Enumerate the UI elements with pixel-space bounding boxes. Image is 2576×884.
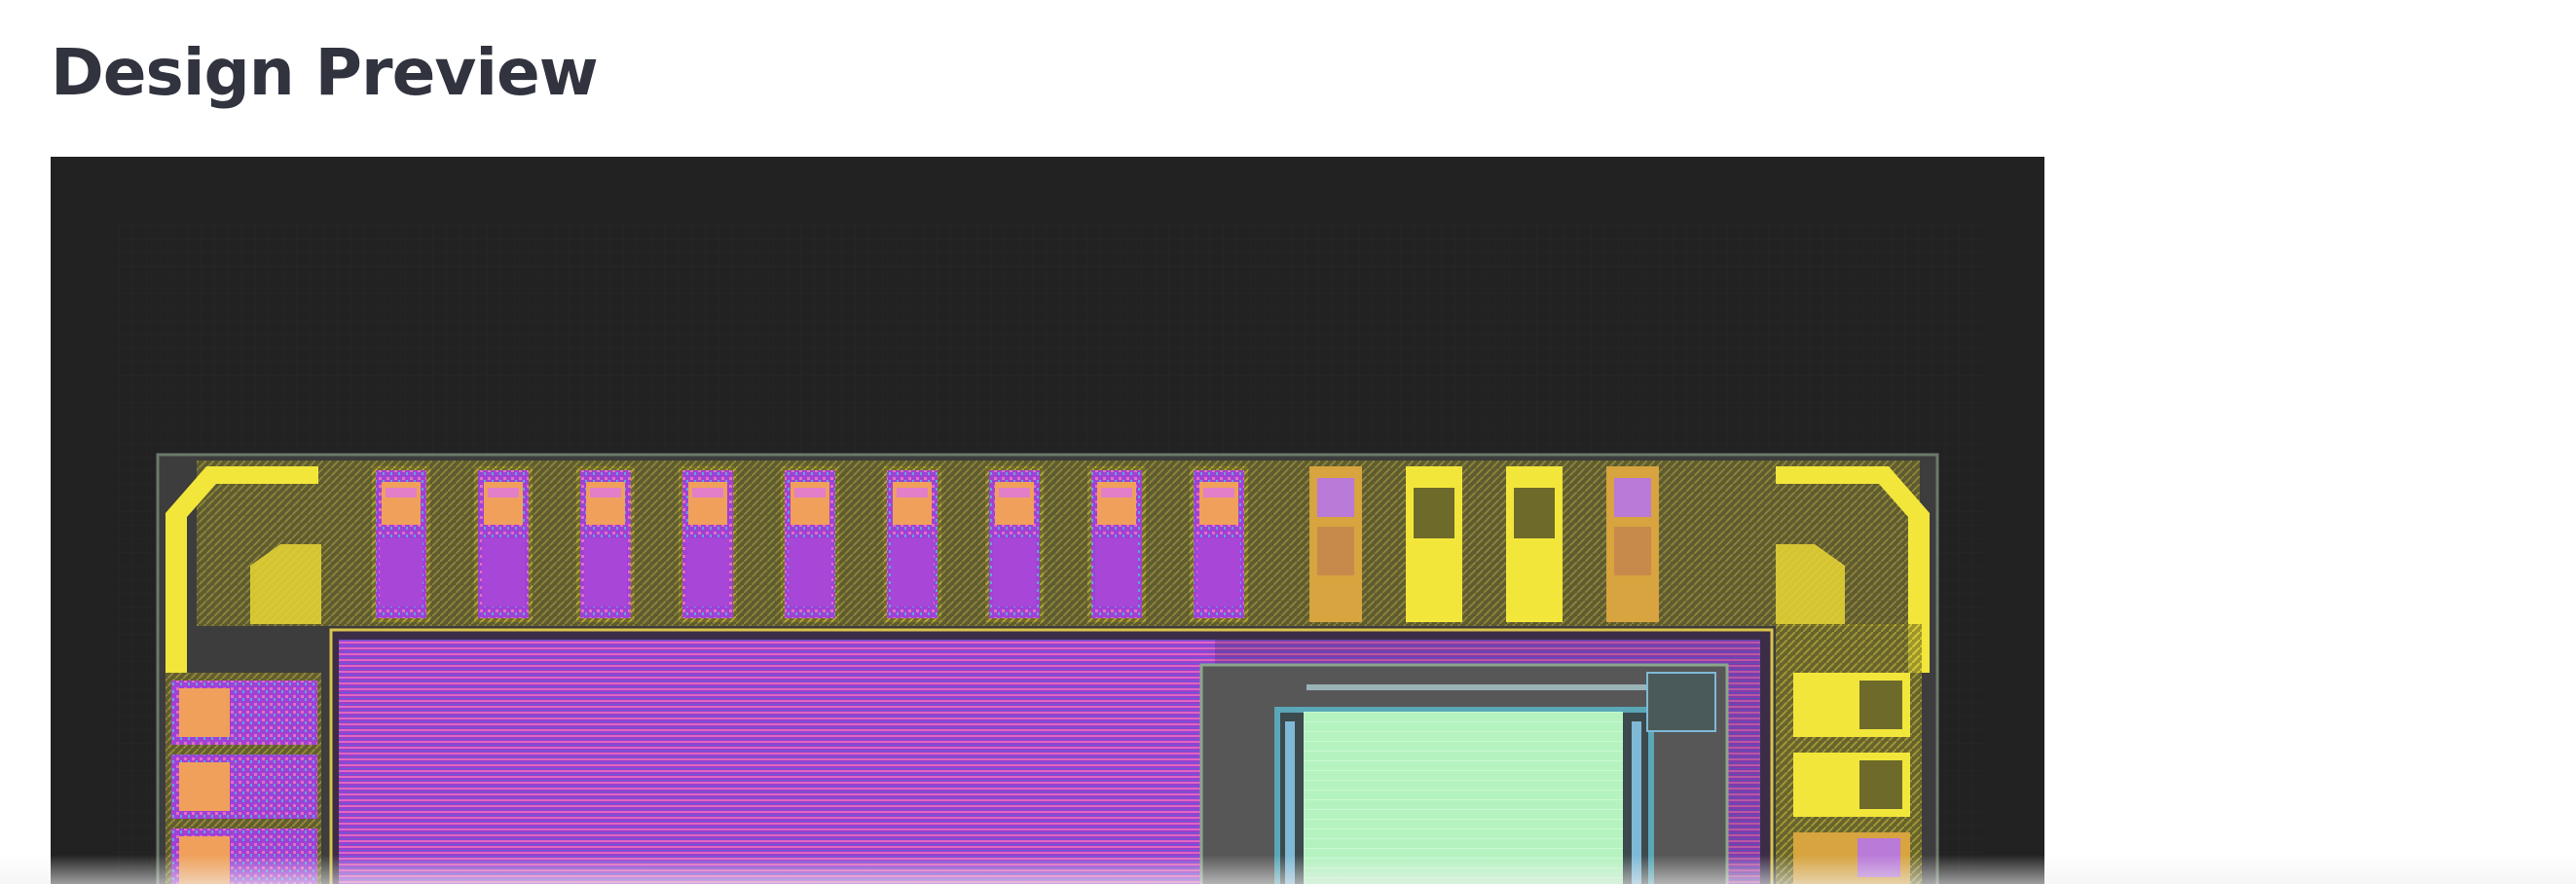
io-cell-top (1190, 466, 1248, 622)
io-cells-top (372, 466, 1248, 622)
io-cell-top (372, 466, 430, 622)
design-preview-image (51, 157, 2044, 884)
io-cells-left (166, 673, 321, 884)
page-title: Design Preview (51, 35, 599, 110)
std-cell-rows (339, 640, 1215, 884)
corner-pad-left-inner (250, 544, 321, 624)
io-cell-top (576, 466, 635, 622)
io-pads-top-right (1309, 466, 1659, 622)
io-cell-top (474, 466, 533, 622)
corner-pad-left (166, 466, 318, 673)
macro-corner-cell (1646, 672, 1716, 732)
macro-pins-right (1632, 721, 1641, 884)
corner-pad-right-inner (1776, 544, 1845, 624)
io-cell-top (781, 466, 839, 622)
io-cell-top (1087, 466, 1146, 622)
pad-ring-top (197, 460, 1920, 626)
io-cell-top (679, 466, 737, 622)
chip-layout-render (51, 157, 2044, 884)
macro-pins-left (1285, 721, 1295, 884)
macro-pins-top (1306, 684, 1715, 690)
io-cell-top (985, 466, 1044, 622)
macro-core (1304, 712, 1623, 884)
io-cell-top (883, 466, 941, 622)
io-pads-right (1776, 624, 1922, 884)
